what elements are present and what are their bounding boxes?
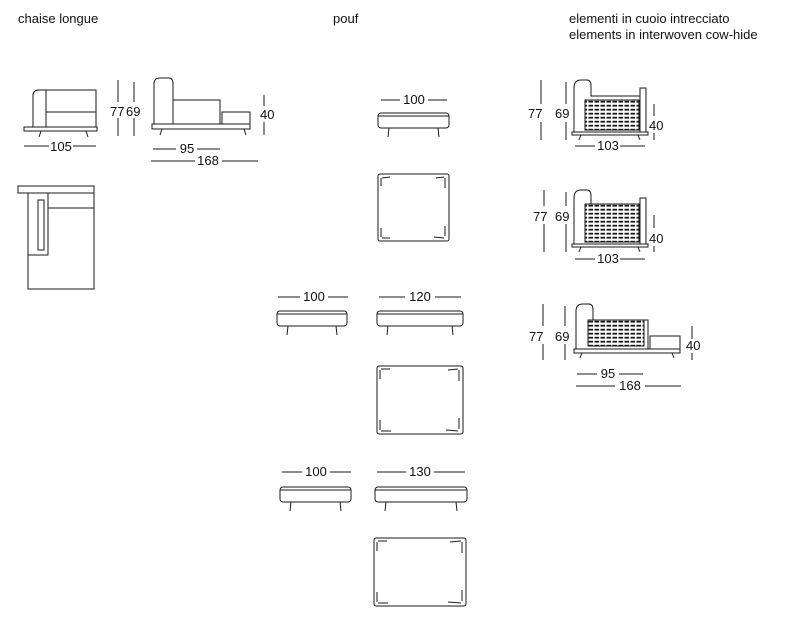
chaise-side-view	[151, 77, 251, 136]
el3-dim-69: 69	[555, 329, 569, 344]
el3-dim-95: 95	[601, 366, 615, 381]
dimension-77-69: 77 69	[110, 80, 140, 136]
pouf-5-top	[373, 537, 467, 607]
chaise-longue-heading: chaise longue	[18, 11, 99, 26]
el2-dim-103: 103	[597, 251, 619, 266]
interwoven-element-2	[571, 189, 649, 253]
dimension-group-element-1: 77 69 40 103	[528, 80, 663, 153]
dim-label-40: 40	[260, 107, 274, 122]
dimension-group-element-3: 77 69 40 95 168	[529, 304, 700, 393]
el1-dim-77: 77	[528, 106, 542, 121]
interwoven-elements-heading-en: elements in interwoven cow-hide	[569, 27, 758, 42]
interwoven-elements-heading: elementi in cuoio intrecciato elements i…	[569, 11, 758, 43]
interwoven-elements-heading-it: elementi in cuoio intrecciato	[569, 11, 730, 26]
dimension-40-chaise: 40	[260, 95, 274, 135]
dim-label-95: 95	[180, 141, 194, 156]
pouf-3-top	[376, 365, 464, 435]
interwoven-element-1	[571, 79, 649, 141]
dim-label-168: 168	[197, 153, 219, 168]
el1-dim-69: 69	[555, 106, 569, 121]
pouf-2-front: 100	[276, 289, 348, 336]
dimension-105: 105	[24, 139, 96, 154]
chaise-front-view	[23, 89, 98, 138]
dim-label-pouf-100-c: 100	[305, 464, 327, 479]
dim-label-pouf-120: 120	[409, 289, 431, 304]
dimension-group-element-2: 77 69 40 103	[533, 190, 663, 266]
pouf-1-front: 100	[377, 92, 450, 138]
el3-dim-40: 40	[686, 338, 700, 353]
el2-dim-77: 77	[533, 209, 547, 224]
pouf-4-front: 100	[279, 464, 352, 512]
interwoven-element-3	[573, 303, 681, 359]
el2-dim-40: 40	[649, 231, 663, 246]
el3-dim-77: 77	[529, 329, 543, 344]
pouf-1-top	[377, 173, 450, 242]
dimension-168-chaise: 168	[151, 153, 258, 168]
dim-label-77: 77	[110, 104, 124, 119]
chaise-top-view	[17, 185, 95, 290]
dim-label-105: 105	[50, 139, 72, 154]
dim-label-pouf-130: 130	[409, 464, 431, 479]
dim-label-pouf-100-a: 100	[403, 92, 425, 107]
dim-label-pouf-100-b: 100	[303, 289, 325, 304]
pouf-3-front: 120	[376, 289, 464, 336]
dimension-95-chaise: 95	[153, 141, 220, 156]
el1-dim-40: 40	[649, 118, 663, 133]
dim-label-69: 69	[126, 104, 140, 119]
el2-dim-69: 69	[555, 209, 569, 224]
el1-dim-103: 103	[597, 138, 619, 153]
pouf-5-front: 130	[374, 464, 468, 512]
pouf-heading: pouf	[333, 11, 359, 26]
el3-dim-168: 168	[619, 378, 641, 393]
